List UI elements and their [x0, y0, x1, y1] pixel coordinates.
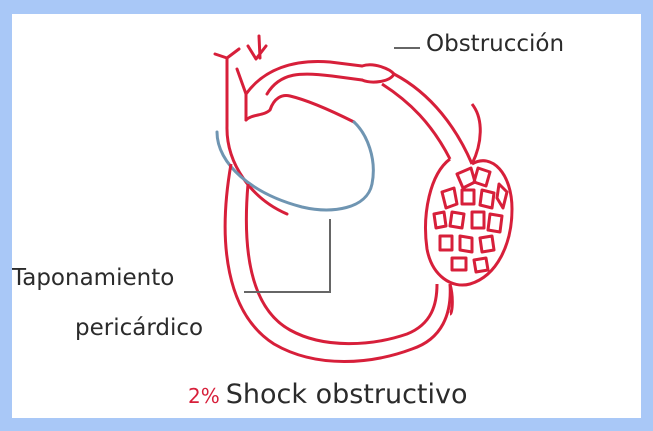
caption-title: Shock obstructivo — [226, 379, 468, 410]
capillary-bed — [426, 159, 512, 285]
obstruction-label: Obstrucción — [426, 33, 564, 56]
diagram-frame: Obstrucción Taponamiento pericárdico 2%S… — [12, 14, 641, 418]
circulation-diagram — [12, 14, 641, 418]
tamponade-label-line1: Taponamiento — [12, 267, 174, 290]
tamponade-leader-line — [244, 219, 330, 292]
tamponade-label-line2: pericárdico — [75, 317, 203, 340]
arterial-descending — [382, 74, 472, 164]
aortic-arch — [215, 36, 394, 120]
venous-return-loop — [225, 164, 450, 362]
percentage-label: 2% — [188, 384, 220, 408]
heart-lower-outline — [217, 122, 373, 210]
caption: 2%Shock obstructivo — [188, 381, 468, 408]
